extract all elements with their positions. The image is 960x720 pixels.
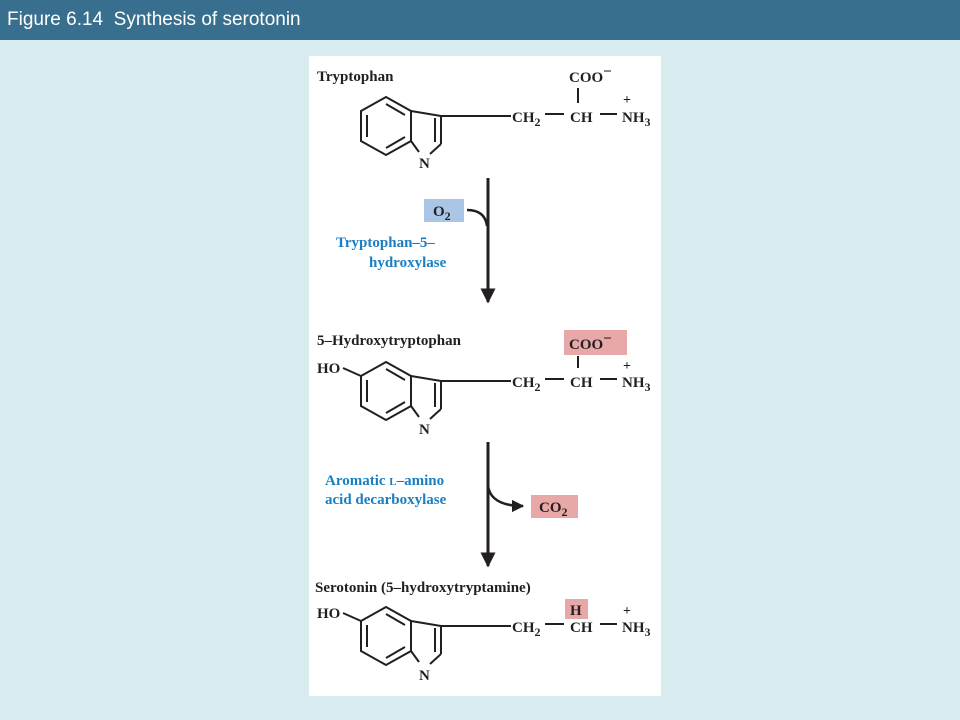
- amine-group: NH3: [622, 620, 651, 639]
- slide-title: Figure 6.14 Synthesis of serotonin: [7, 9, 301, 30]
- compound-serotonin: Serotonin (5–hydroxytryptamine) HO N CH2…: [315, 580, 651, 684]
- ch2-group: CH2: [512, 110, 541, 129]
- hydroxyl-group: HO: [317, 361, 340, 377]
- diagram-panel: Tryptophan N CH2 CH COO− +: [309, 56, 661, 696]
- indole-ring: [360, 605, 442, 667]
- hydrogen-highlight: [565, 599, 588, 619]
- side-chain: CH2 CH COO− + NH3: [512, 64, 651, 129]
- step-decarboxylation: CO2 Aromatic L–amino acid decarboxylase: [325, 442, 578, 568]
- title-bar: Figure 6.14 Synthesis of serotonin: [0, 0, 960, 40]
- bond: [342, 367, 362, 377]
- hydrogen-atom: H: [570, 603, 582, 619]
- amine-charge: +: [623, 604, 631, 619]
- product-curve: [486, 485, 525, 513]
- carboxylate-group: COO−: [569, 64, 612, 86]
- indole-ring: [360, 95, 442, 157]
- ch-group: CH: [570, 110, 593, 126]
- indole-ring: [360, 360, 442, 422]
- amine-group: NH3: [622, 110, 651, 129]
- carboxylate-group: COO−: [569, 331, 612, 353]
- ring-nitrogen: N: [419, 422, 430, 438]
- ch-group: CH: [570, 620, 593, 636]
- amine-charge: +: [623, 359, 631, 374]
- side-chain: CH2 CH COO− + NH3: [512, 330, 651, 394]
- bond: [342, 612, 362, 622]
- ring-nitrogen: N: [419, 156, 430, 172]
- co2-label: CO2: [539, 500, 568, 519]
- compound-tryptophan: Tryptophan N CH2 CH COO− +: [317, 64, 651, 172]
- compound-name: Serotonin (5–hydroxytryptamine): [315, 580, 531, 596]
- ring-nitrogen: N: [419, 668, 430, 684]
- compound-name: 5–Hydroxytryptophan: [317, 333, 462, 349]
- amine-group: NH3: [622, 375, 651, 394]
- oxygen-label: O2: [433, 204, 451, 223]
- compound-name: Tryptophan: [317, 69, 394, 85]
- enzyme-name-line2: hydroxylase: [369, 255, 447, 271]
- enzyme-name-line2: acid decarboxylase: [325, 492, 447, 508]
- cosubstrate-curve: [466, 208, 489, 227]
- serotonin-pathway-diagram: Tryptophan N CH2 CH COO− +: [315, 64, 651, 684]
- carboxylate-highlight: [564, 330, 627, 355]
- step-hydroxylation: O2 Tryptophan–5– hydroxylase: [336, 178, 496, 304]
- enzyme-name-line1: Tryptophan–5–: [336, 235, 435, 251]
- ch2-group: CH2: [512, 375, 541, 394]
- co2-box: [531, 495, 578, 518]
- oxygen-box: [424, 199, 464, 222]
- enzyme-name-line1: Aromatic L–amino: [325, 473, 444, 489]
- compound-5-hydroxytryptophan: 5–Hydroxytryptophan HO N CH2 CH: [317, 330, 651, 438]
- amine-charge: +: [623, 93, 631, 108]
- hydroxyl-group: HO: [317, 606, 340, 622]
- ch2-group: CH2: [512, 620, 541, 639]
- side-chain: CH2 CH H + NH3: [512, 599, 651, 639]
- ch-group: CH: [570, 375, 593, 391]
